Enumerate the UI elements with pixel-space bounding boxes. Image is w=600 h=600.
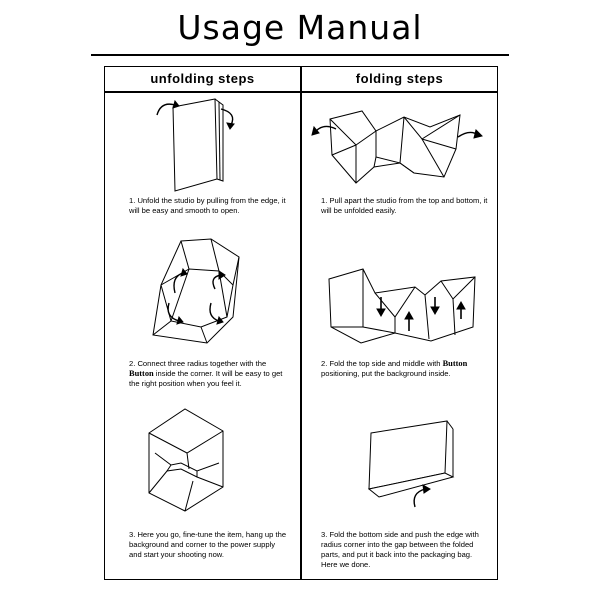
unfold-step-3-text: 3. Here you go, fine-tune the item, hang… [129, 530, 287, 559]
curved-arrow-icon [458, 130, 482, 138]
unfold-step-2-illustration [141, 233, 261, 353]
instruction-table: unfolding steps folding steps 1. Unfold … [104, 66, 498, 580]
fold-step-2-illustration [323, 265, 483, 355]
step-text-part: positioning, put the background inside. [321, 369, 451, 378]
unfold-step-1-text: 1. Unfold the studio by pulling from the… [129, 196, 286, 215]
button-keyword: Button [129, 369, 154, 378]
title-underline [91, 54, 509, 56]
fold-step-3-text: 3. Fold the bottom side and push the edg… [321, 530, 479, 569]
step-text-part: 2. Connect three radius together with th… [129, 359, 267, 368]
fold-step-1-illustration [310, 97, 490, 197]
fold-step-2-text: 2. Fold the top side and middle with But… [321, 359, 497, 379]
button-keyword: Button [442, 359, 468, 368]
step-text-part: 2. Fold the top side and middle with [321, 359, 443, 368]
step-text-part: inside the corner. It will be easy to ge… [129, 369, 283, 388]
unfold-step-3-illustration [141, 405, 261, 525]
fold-step-1-text: 1. Pull apart the studio from the top an… [321, 196, 488, 215]
straight-arrow-icon [457, 302, 465, 319]
unfold-step-2-text: 2. Connect three radius together with th… [129, 359, 289, 389]
straight-arrow-icon [377, 297, 385, 316]
curved-arrow-icon [168, 303, 183, 324]
unfold-step-1-illustration [145, 95, 255, 195]
curved-arrow-icon [312, 126, 336, 135]
curved-arrow-icon [414, 485, 430, 507]
curved-arrow-icon [157, 101, 179, 115]
straight-arrow-icon [405, 312, 413, 331]
curved-arrow-icon [221, 109, 234, 129]
curved-arrow-icon [210, 303, 223, 324]
page-title: Usage Manual [177, 8, 423, 47]
curved-arrow-icon [213, 271, 225, 289]
fold-step-3-illustration [341, 419, 481, 509]
folding-header: folding steps [355, 71, 444, 86]
straight-arrow-icon [431, 297, 439, 314]
unfolding-header: unfolding steps [150, 71, 255, 86]
column-divider [300, 67, 302, 579]
curved-arrow-icon [174, 269, 187, 293]
